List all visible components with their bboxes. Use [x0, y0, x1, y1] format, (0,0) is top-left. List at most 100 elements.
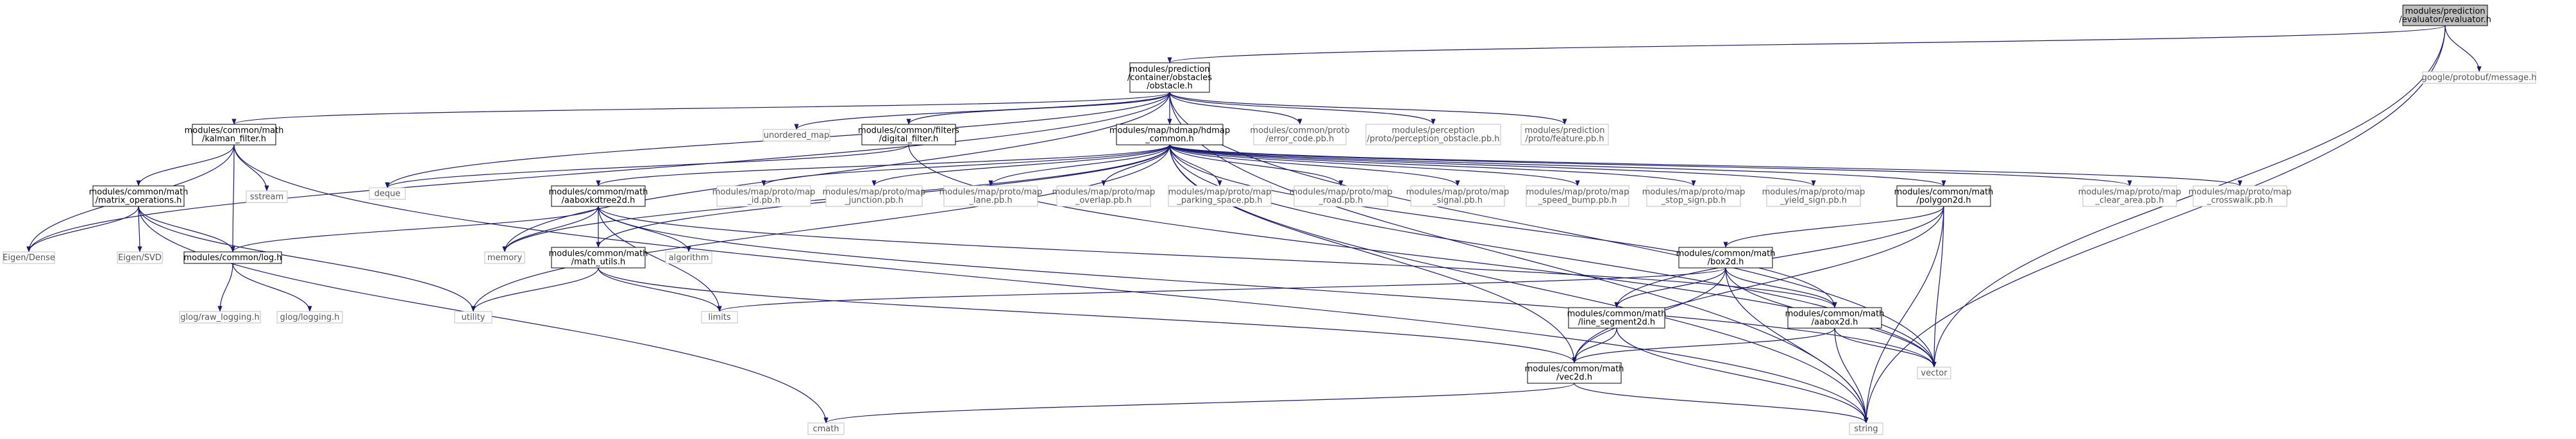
edge-hdmap_common-to-stop_sign_pb	[1169, 144, 1696, 186]
node-box-digital_filter	[861, 124, 956, 145]
node-label-perception_obstacle-line-1: /proto/perception_obstacle.pb.h	[1367, 135, 1500, 144]
edge-obstacle-to-digital_filter	[906, 92, 1170, 125]
node-id_pb: modules/map/proto/map_id.pb.h	[712, 185, 815, 207]
node-label-perception_obstacle-line-0: modules/perception	[1392, 126, 1474, 136]
node-label-cmath-line-0: cmath	[812, 424, 839, 434]
node-string: string	[1849, 422, 1883, 435]
node-hdmap_common[interactable]: modules/map/hdmap/hdmap_common.h	[1109, 124, 1230, 145]
node-log_h[interactable]: modules/common/log.h	[183, 251, 282, 264]
node-label-road_pb-line-1: _road.pb.h	[1318, 196, 1363, 206]
edge-obstacle-to-kalman	[232, 92, 1170, 125]
edge-digital_filter-to-vector	[908, 144, 1937, 368]
edge-hdmap_common-to-lane_pb	[988, 144, 1170, 186]
node-digital_filter[interactable]: modules/common/filters/digital_filter.h	[858, 124, 959, 145]
node-label-lane_pb-line-1: _lane.pb.h	[968, 196, 1012, 206]
node-box-math_utils	[551, 247, 646, 269]
node-box-clear_area_pb	[2082, 185, 2177, 207]
node-label-signal_pb-line-1: _signal.pb.h	[1432, 196, 1483, 206]
edge-hdmap_common-to-overlap_pb	[1101, 144, 1170, 186]
node-label-algorithm-line-0: algorithm	[669, 253, 709, 263]
edge-box2d-to-aabox2d	[1725, 267, 1837, 308]
edge-polygon2d-to-vec2d	[1572, 206, 1944, 363]
node-box-deque	[369, 187, 406, 200]
node-label-clear_area_pb-line-1: _clear_area.pb.h	[2094, 196, 2164, 206]
node-eigen_dense: Eigen/Dense	[3, 251, 55, 264]
node-box-protobuf_msg	[2422, 71, 2536, 84]
edge-kalman-to-matrix_ops	[136, 144, 235, 186]
node-box-log_h	[183, 251, 282, 264]
node-label-glog_raw-line-0: glog/raw_logging.h	[180, 313, 259, 322]
node-box-string	[1849, 422, 1883, 435]
node-label-deque-line-0: deque	[375, 189, 401, 199]
node-box-hdmap_common	[1116, 124, 1224, 145]
edge-box2d-to-string	[1725, 267, 1869, 424]
node-label-error_code-line-0: modules/common/proto	[1250, 126, 1349, 136]
node-box-vector	[1917, 367, 1951, 379]
node-box2d[interactable]: modules/common/math/box2d.h	[1676, 247, 1776, 269]
node-label-hdmap_common-line-0: modules/map/hdmap/hdmap	[1109, 126, 1230, 136]
node-label-crosswalk_pb-line-0: modules/map/proto/map	[2189, 188, 2292, 197]
node-matrix_ops[interactable]: modules/common/math/matrix_operations.h	[89, 185, 189, 207]
node-memory: memory	[484, 251, 525, 264]
edge-matrix_ops-to-eigen_svd	[137, 206, 142, 253]
node-box-crosswalk_pb	[2193, 185, 2287, 207]
node-label-kalman-line-0: modules/common/math	[185, 126, 284, 136]
edge-matrix_ops-to-log_h	[138, 206, 235, 253]
edge-polygon2d-to-box2d	[1723, 206, 1944, 248]
node-label-feature_pb-line-1: /proto/feature.pb.h	[1525, 135, 1604, 144]
edge-aaboxkdtree-to-limits	[598, 206, 722, 312]
node-aaboxkdtree[interactable]: modules/common/math/aaboxkdtree2d.h	[549, 185, 648, 207]
edge-log_h-to-glog_logging	[232, 263, 312, 312]
node-aabox2d[interactable]: modules/common/math/aabox2d.h	[1785, 307, 1885, 329]
node-box-line_segment2d	[1568, 307, 1665, 329]
edge-line_segment2d-to-string	[1616, 327, 1869, 424]
node-label-vector-line-0: vector	[1921, 369, 1948, 378]
edge-matrix_ops-to-eigen_dense	[26, 206, 139, 253]
edge-hdmap_common-to-junction_pb	[871, 144, 1170, 186]
node-label-junction_pb-line-1: _junction.pb.h	[844, 196, 904, 206]
edge-aaboxkdtree-to-vector	[598, 206, 1937, 368]
edge-hdmap_common-to-vector	[1169, 144, 1937, 368]
node-label-eigen_dense-line-0: Eigen/Dense	[3, 253, 55, 263]
edge-aaboxkdtree-to-log_h	[230, 206, 599, 253]
edge-box2d-to-limits	[717, 267, 1726, 312]
edge-obstacle-to-memory	[502, 92, 1170, 253]
node-parking_pb: modules/map/proto/map_parking_space.pb.h	[1168, 185, 1272, 207]
edge-polygon2d-to-string	[1864, 206, 1944, 424]
node-kalman[interactable]: modules/common/math/kalman_filter.h	[185, 124, 284, 145]
node-box-kalman	[192, 124, 276, 145]
node-label-clear_area_pb-line-0: modules/map/proto/map	[2078, 188, 2182, 197]
node-line_segment2d[interactable]: modules/common/math/line_segment2d.h	[1567, 307, 1667, 329]
node-box-road_pb	[1293, 185, 1388, 207]
edge-aabox2d-to-string	[1834, 327, 1869, 424]
node-lane_pb: modules/map/proto/map_lane.pb.h	[939, 185, 1042, 207]
node-algorithm: algorithm	[665, 251, 712, 264]
node-signal_pb: modules/map/proto/map_signal.pb.h	[1406, 185, 1509, 207]
edge-aabox2d-to-vector	[1834, 327, 1937, 368]
node-root[interactable]: modules/prediction/evaluator/evaluator.h	[2399, 4, 2491, 26]
node-polygon2d[interactable]: modules/common/math/polygon2d.h	[1894, 185, 1994, 207]
node-label-digital_filter-line-0: modules/common/filters	[858, 126, 959, 136]
node-label-memory-line-0: memory	[487, 253, 523, 263]
node-label-unordered_map-line-0: unordered_map	[764, 131, 830, 140]
node-feature_pb: modules/prediction/proto/feature.pb.h	[1520, 124, 1609, 145]
node-label-speed_bump_pb-line-0: modules/map/proto/map	[1526, 188, 1629, 197]
node-obstacle[interactable]: modules/prediction/container/obstacles/o…	[1127, 62, 1212, 93]
node-error_code: modules/common/proto/error_code.pb.h	[1250, 124, 1350, 145]
node-label-limits-line-0: limits	[708, 313, 731, 322]
node-label-overlap_pb-line-1: _overlap.pb.h	[1075, 196, 1132, 206]
node-math_utils[interactable]: modules/common/math/math_utils.h	[549, 247, 648, 269]
node-label-box2d-line-0: modules/common/math	[1676, 249, 1776, 259]
edge-math_utils-to-vec2d	[598, 267, 1577, 363]
node-box-perception_obstacle	[1365, 124, 1501, 145]
node-speed_bump_pb: modules/map/proto/map_speed_bump.pb.h	[1526, 185, 1629, 207]
edge-digital_filter-to-deque	[385, 144, 909, 188]
node-box-utility	[454, 311, 492, 324]
node-label-obstacle-line-2: /obstacle.h	[1147, 81, 1193, 91]
edge-root-to-obstacle	[1167, 25, 2446, 63]
node-label-yield_sign_pb-line-1: _yield_sign.pb.h	[1780, 196, 1847, 206]
node-label-math_utils-line-0: modules/common/math	[549, 249, 648, 259]
node-vec2d[interactable]: modules/common/math/vec2d.h	[1525, 362, 1624, 384]
edge-vec2d-to-string	[1574, 383, 1869, 424]
node-label-stop_sign_pb-line-1: _stop_sign.pb.h	[1661, 196, 1726, 206]
